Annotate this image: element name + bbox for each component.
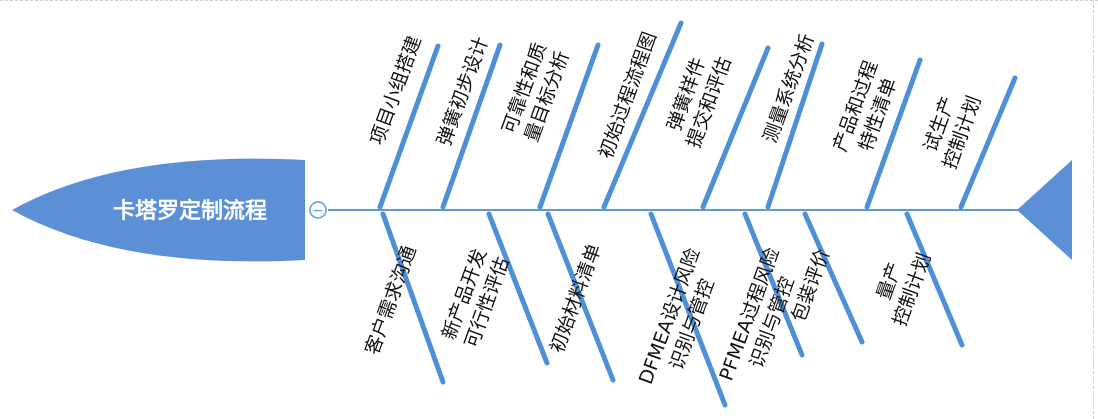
top-bone-3 bbox=[537, 42, 601, 210]
top-bone-4 bbox=[601, 20, 684, 210]
top-bone-label-1-line-1: 项目小组搭建 bbox=[366, 33, 426, 148]
top-bone-label-3: 可靠性和质量目标分析 bbox=[498, 40, 574, 145]
fish-head-shape bbox=[12, 158, 305, 262]
bottom-bone-1 bbox=[380, 211, 446, 385]
fish-head-title: 卡塔罗定制流程 bbox=[113, 198, 267, 224]
bottom-bone-3 bbox=[545, 211, 616, 383]
top-bone-5 bbox=[700, 45, 771, 210]
top-bone-8 bbox=[958, 75, 1018, 210]
top-bone-label-5: 弹簧样件提交和评估 bbox=[660, 46, 736, 151]
fish-tail bbox=[1017, 160, 1072, 260]
top-bone-1 bbox=[377, 43, 441, 210]
bottom-bone-7 bbox=[904, 211, 965, 348]
top-bone-7 bbox=[864, 57, 923, 210]
page-edge-top bbox=[0, 0, 1098, 1]
bottom-bone-label-7: 量产控制计划 bbox=[866, 242, 935, 329]
top-bone-label-1: 项目小组搭建 bbox=[366, 33, 426, 148]
top-bone-6 bbox=[765, 41, 825, 210]
bottom-bone-2 bbox=[486, 211, 550, 366]
bottom-bone-4 bbox=[648, 211, 728, 408]
page-edge-right bbox=[1093, 0, 1094, 419]
top-bone-label-7: 产品和过程特性清单 bbox=[829, 58, 905, 163]
collapse-node[interactable] bbox=[309, 201, 327, 219]
bottom-bone-6 bbox=[802, 211, 865, 345]
collapse-symbol: − bbox=[312, 203, 324, 219]
bottom-bone-label-2: 新产品开发可行性评估 bbox=[438, 246, 514, 351]
bottom-bone-5 bbox=[742, 211, 805, 358]
top-bone-2 bbox=[440, 42, 503, 210]
top-bone-label-8: 试生产控制计划 bbox=[916, 85, 985, 172]
